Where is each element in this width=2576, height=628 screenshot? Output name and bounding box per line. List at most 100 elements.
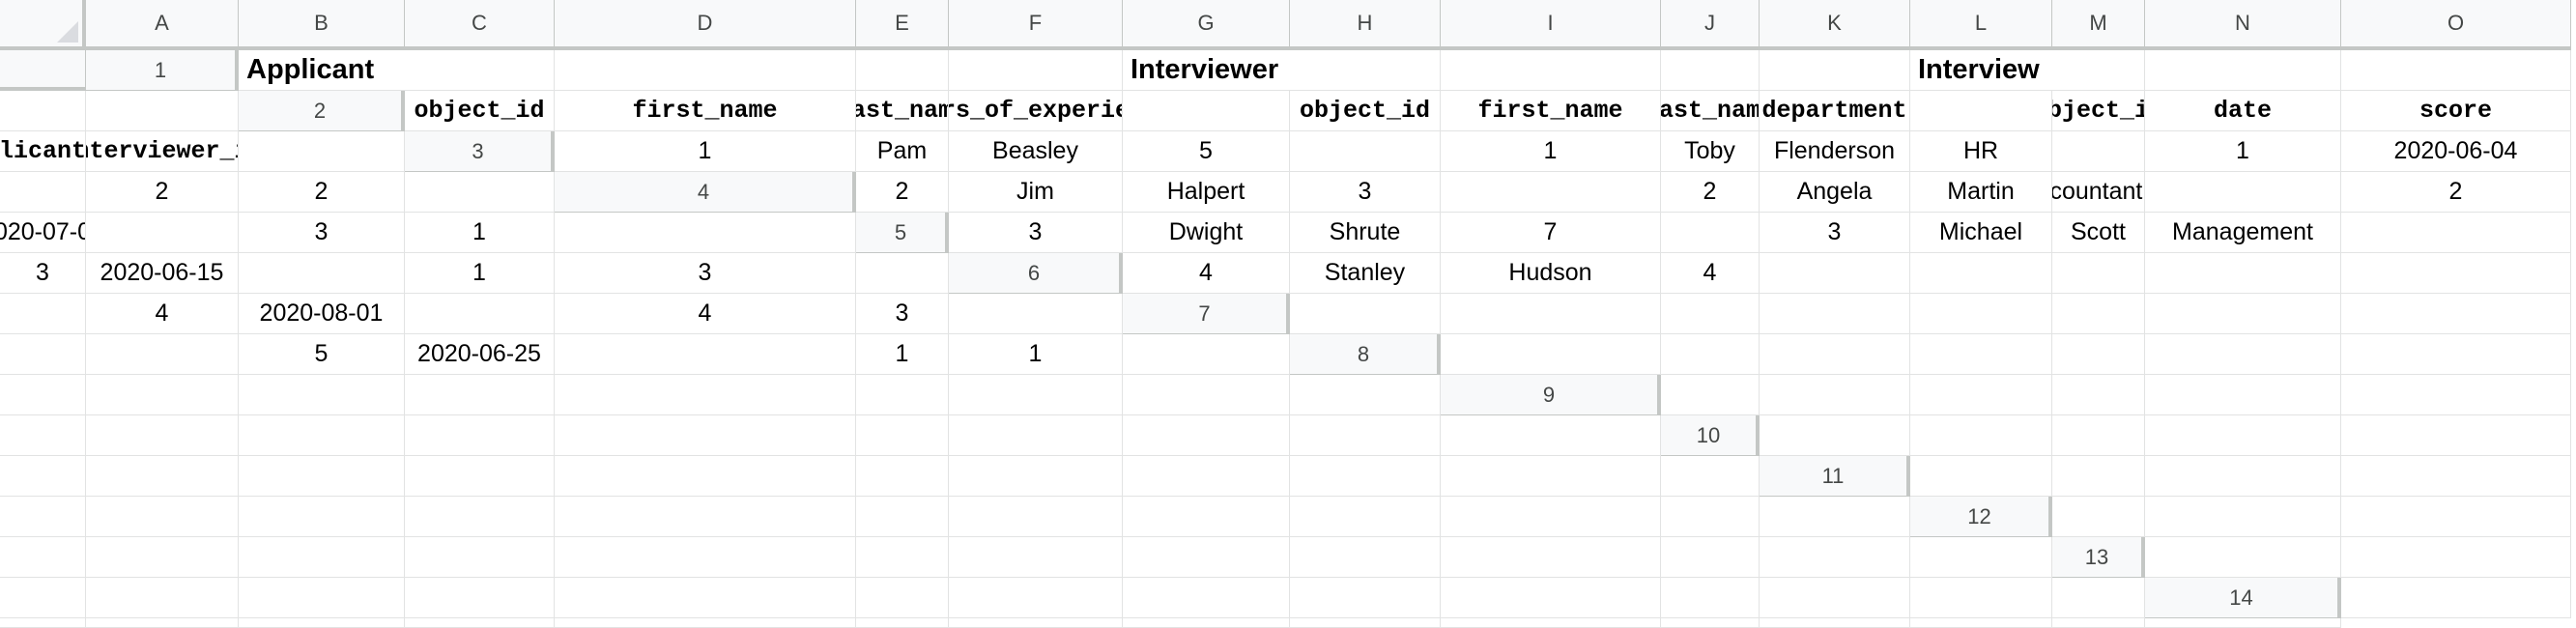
- data-cell-applicant[interactable]: 3: [949, 213, 1123, 253]
- empty-cell[interactable]: [1123, 497, 1290, 537]
- data-cell-applicant[interactable]: 1: [555, 131, 856, 172]
- empty-cell[interactable]: [949, 578, 1123, 618]
- column-header-interviewer[interactable]: department: [1760, 91, 1910, 131]
- empty-cell[interactable]: [856, 456, 949, 497]
- data-cell-applicant[interactable]: 2: [856, 172, 949, 213]
- empty-cell[interactable]: [1123, 537, 1290, 578]
- data-cell-applicant[interactable]: Hudson: [1441, 253, 1661, 294]
- empty-cell[interactable]: [405, 618, 555, 628]
- data-cell-applicant[interactable]: Halpert: [1123, 172, 1290, 213]
- column-header-interviewer[interactable]: last_name: [1661, 91, 1760, 131]
- column-header-c[interactable]: C: [405, 0, 555, 50]
- empty-cell[interactable]: [949, 497, 1123, 537]
- empty-cell[interactable]: [949, 294, 1123, 334]
- data-cell-interview[interactable]: 1: [856, 334, 949, 375]
- empty-cell[interactable]: [86, 334, 239, 375]
- empty-cell[interactable]: [239, 497, 405, 537]
- column-header-h[interactable]: H: [1290, 0, 1441, 50]
- empty-cell[interactable]: [1661, 334, 1760, 375]
- empty-cell[interactable]: [1910, 578, 2052, 618]
- empty-cell[interactable]: [1661, 375, 1760, 415]
- data-cell-interview[interactable]: 1: [2145, 131, 2341, 172]
- empty-cell[interactable]: [86, 578, 239, 618]
- column-header-e[interactable]: E: [856, 0, 949, 50]
- empty-cell[interactable]: [1123, 618, 1290, 628]
- column-header-f[interactable]: F: [949, 0, 1123, 50]
- column-header-applicant[interactable]: years_of_experience: [949, 91, 1123, 131]
- empty-cell[interactable]: [555, 537, 856, 578]
- data-cell-applicant[interactable]: 7: [1441, 213, 1661, 253]
- empty-cell[interactable]: [1290, 294, 1441, 334]
- empty-cell[interactable]: [86, 375, 239, 415]
- empty-cell[interactable]: [555, 375, 856, 415]
- empty-cell[interactable]: [949, 537, 1123, 578]
- empty-cell[interactable]: [1290, 497, 1441, 537]
- empty-cell[interactable]: [856, 415, 949, 456]
- data-cell-interview[interactable]: 4: [86, 294, 239, 334]
- data-cell-interview[interactable]: 3: [856, 294, 949, 334]
- empty-cell[interactable]: [1760, 375, 1910, 415]
- row-header-2[interactable]: 2: [239, 91, 405, 131]
- empty-cell[interactable]: [1910, 253, 2052, 294]
- data-cell-interview[interactable]: 5: [239, 334, 405, 375]
- column-header-applicant[interactable]: first_name: [555, 91, 856, 131]
- data-cell-interview[interactable]: 2020-08-01: [239, 294, 405, 334]
- row-header-4[interactable]: 4: [555, 172, 856, 213]
- empty-cell[interactable]: [1661, 537, 1760, 578]
- empty-cell[interactable]: [1910, 375, 2052, 415]
- empty-cell[interactable]: [2341, 50, 2571, 91]
- column-header-applicant[interactable]: object_id: [405, 91, 555, 131]
- empty-cell[interactable]: [2052, 578, 2145, 618]
- data-cell-interviewer[interactable]: Angela: [1760, 172, 1910, 213]
- empty-cell[interactable]: [239, 537, 405, 578]
- empty-cell[interactable]: [949, 375, 1123, 415]
- empty-cell[interactable]: [2341, 253, 2571, 294]
- data-cell-interview[interactable]: 2: [86, 172, 239, 213]
- column-header-l[interactable]: L: [1910, 0, 2052, 50]
- empty-cell[interactable]: [1760, 334, 1910, 375]
- data-cell-applicant[interactable]: Jim: [949, 172, 1123, 213]
- empty-cell[interactable]: [2052, 618, 2145, 628]
- column-header-j[interactable]: J: [1661, 0, 1760, 50]
- empty-cell[interactable]: [239, 578, 405, 618]
- empty-cell[interactable]: [0, 537, 86, 578]
- column-header-interview[interactable]: date: [2145, 91, 2341, 131]
- empty-cell[interactable]: [1441, 172, 1661, 213]
- empty-cell[interactable]: [856, 253, 949, 294]
- empty-cell[interactable]: [405, 497, 555, 537]
- empty-cell[interactable]: [1760, 537, 1910, 578]
- data-cell-applicant[interactable]: Shrute: [1290, 213, 1441, 253]
- table-title-applicant[interactable]: Applicant: [239, 50, 405, 91]
- row-header-14[interactable]: 14: [2145, 578, 2341, 618]
- empty-cell[interactable]: [1910, 415, 2052, 456]
- data-cell-interview[interactable]: 3: [0, 253, 86, 294]
- data-cell-applicant[interactable]: 3: [1290, 172, 1441, 213]
- empty-cell[interactable]: [1290, 375, 1441, 415]
- empty-cell[interactable]: [1441, 497, 1661, 537]
- empty-cell[interactable]: [555, 618, 856, 628]
- column-header-b[interactable]: B: [239, 0, 405, 50]
- row-header-1[interactable]: 1: [86, 50, 239, 91]
- data-cell-interviewer[interactable]: Martin: [1910, 172, 2052, 213]
- row-header-6[interactable]: 6: [949, 253, 1123, 294]
- column-header-interview[interactable]: score: [2341, 91, 2571, 131]
- empty-cell[interactable]: [2341, 456, 2571, 497]
- column-header-m[interactable]: M: [2052, 0, 2145, 50]
- empty-cell[interactable]: [1123, 415, 1290, 456]
- column-header-d[interactable]: D: [555, 0, 856, 50]
- empty-cell[interactable]: [2341, 497, 2571, 537]
- empty-cell[interactable]: [1123, 456, 1290, 497]
- empty-cell[interactable]: [0, 415, 86, 456]
- empty-cell[interactable]: [405, 50, 555, 91]
- empty-cell[interactable]: [0, 497, 86, 537]
- column-header-interview[interactable]: interviewer_id: [86, 131, 239, 172]
- empty-cell[interactable]: [2052, 456, 2145, 497]
- empty-cell[interactable]: [2052, 294, 2145, 334]
- empty-cell[interactable]: [1661, 50, 1760, 91]
- empty-cell[interactable]: [0, 294, 86, 334]
- empty-cell[interactable]: [1661, 294, 1760, 334]
- data-cell-interview[interactable]: [555, 334, 856, 375]
- empty-cell[interactable]: [1123, 334, 1290, 375]
- data-cell-interviewer[interactable]: Toby: [1661, 131, 1760, 172]
- empty-cell[interactable]: [86, 91, 239, 131]
